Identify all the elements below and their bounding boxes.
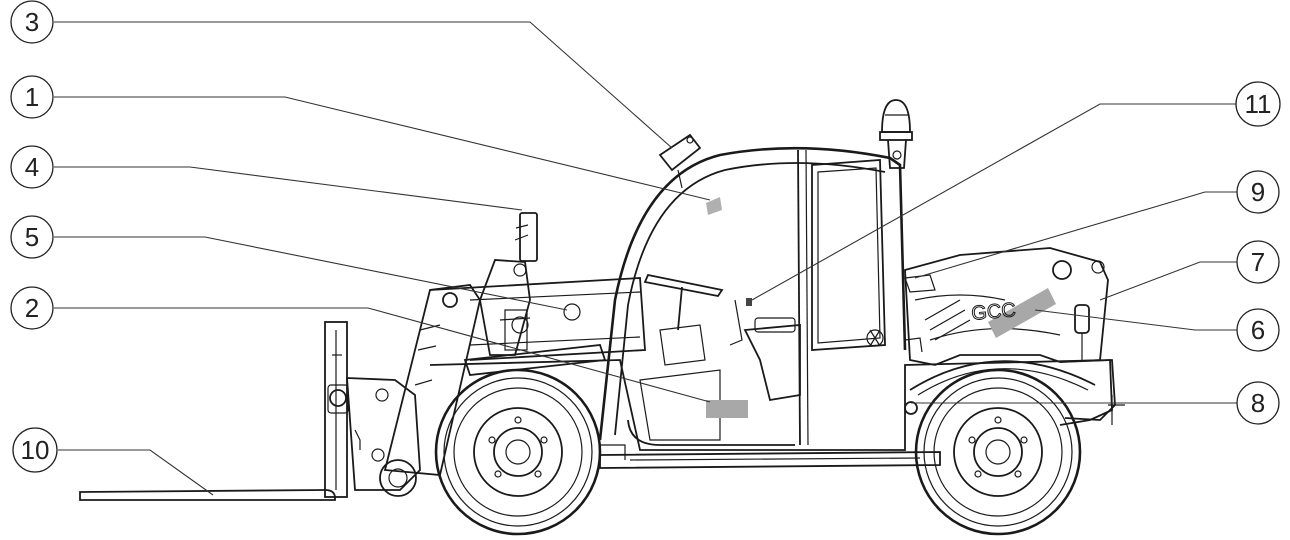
callout-label: 2 — [25, 293, 39, 323]
callout-label: 6 — [1251, 315, 1265, 345]
callout-6: 6 — [1236, 308, 1280, 352]
logo-text: GCC — [971, 299, 1017, 325]
beacon-light — [879, 99, 913, 169]
callout-7: 7 — [1236, 240, 1280, 284]
cab-work-light — [658, 133, 702, 189]
telescopic-boom — [383, 212, 646, 476]
leader-11 — [751, 103, 1237, 301]
callout-9: 9 — [1236, 170, 1280, 214]
leader-4 — [54, 166, 523, 211]
decal-small — [746, 298, 752, 306]
decal-rectangle — [706, 400, 748, 418]
callout-2: 2 — [10, 286, 54, 330]
callout-11: 11 — [1235, 81, 1281, 127]
leader-2 — [54, 307, 711, 403]
callout-10: 10 — [12, 427, 58, 473]
leader-7 — [1099, 261, 1237, 301]
front-wheel — [434, 368, 602, 536]
leader-6 — [1034, 309, 1237, 331]
decal-engine-cover — [988, 288, 1056, 338]
leader-1 — [54, 96, 711, 201]
callout-label: 10 — [21, 435, 50, 465]
decal-cab-window — [706, 197, 722, 215]
callout-label: 3 — [25, 7, 39, 37]
decals — [706, 197, 1056, 418]
rear-wheel — [909, 360, 1096, 536]
callout-1: 1 — [10, 75, 54, 119]
leader-5 — [54, 236, 568, 311]
callout-label: 9 — [1251, 177, 1265, 207]
callout-label: 4 — [25, 152, 39, 182]
leader-10 — [58, 449, 214, 496]
engine-compartment — [904, 247, 1125, 425]
callout-label: 1 — [25, 82, 39, 112]
leader-3 — [54, 21, 673, 149]
callout-label: 5 — [25, 222, 39, 252]
forks — [79, 321, 348, 501]
callout-label: 7 — [1251, 247, 1265, 277]
leader-9 — [914, 191, 1237, 279]
machine-illustration: GCC — [79, 99, 1125, 536]
leader-lines — [54, 21, 1237, 496]
operator-cab — [598, 146, 907, 446]
carriage — [327, 377, 421, 497]
callout-label: 8 — [1251, 388, 1265, 418]
callout-5: 5 — [10, 215, 54, 259]
callouts: 3 1 4 5 2 10 11 9 — [10, 0, 1281, 473]
callout-4: 4 — [10, 145, 54, 189]
callout-3: 3 — [10, 0, 54, 44]
callout-label: 11 — [1245, 89, 1272, 119]
callout-8: 8 — [1236, 381, 1280, 425]
